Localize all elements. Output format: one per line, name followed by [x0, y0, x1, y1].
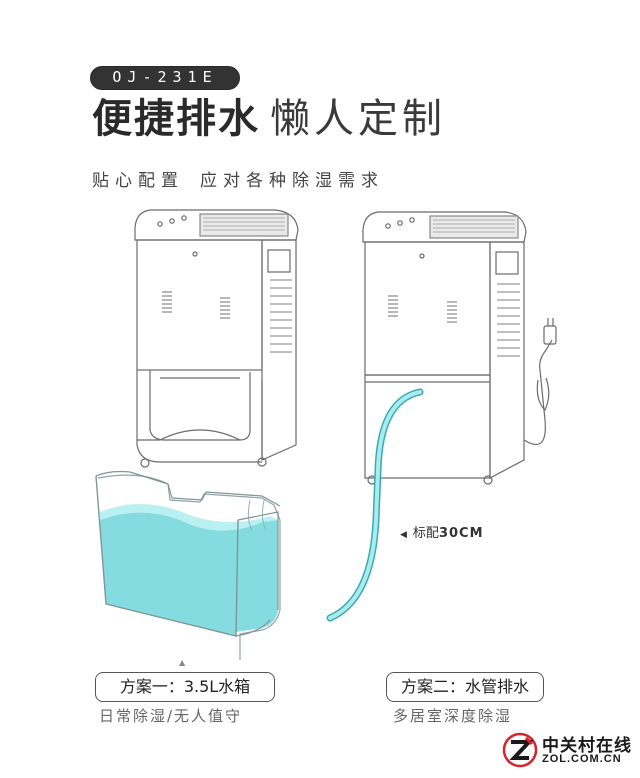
dehumidifier-left-illustration [134, 209, 299, 468]
left-arrow-icon: ◀ [400, 530, 407, 540]
model-code-badge: OJ-231E [90, 66, 240, 90]
zol-watermark: 中关村在线 ZOL.COM.CN [502, 730, 634, 772]
plan-1-title: 方案一：3.5L水箱 [95, 672, 275, 702]
subheadline: 贴心配置应对各种除湿需求 [92, 166, 384, 191]
plan-2-title: 方案二：水管排水 [386, 672, 544, 702]
subheadline-part1: 贴心配置 [92, 171, 184, 191]
watermark-en: ZOL.COM.CN [542, 753, 622, 765]
hose-length-label: ◀ 标配30CM [400, 522, 484, 541]
zol-logo-icon [502, 732, 538, 768]
caret-up-icon: ▲ [179, 658, 186, 667]
watermark-cn: 中关村在线 [542, 736, 632, 756]
hose-label-length: 30CM [438, 526, 484, 541]
plan-1-description: 日常除湿/无人值守 [99, 707, 243, 725]
water-tank-illustration [95, 470, 281, 660]
headline: 便捷排水懒人定制 [92, 94, 512, 144]
drain-hose-illustration [326, 388, 424, 622]
dehumidifier-right-illustration [362, 211, 557, 485]
hose-label-prefix: 标配 [412, 526, 439, 541]
headline-primary: 便捷排水 [92, 96, 260, 142]
subheadline-part2: 应对各种除湿需求 [200, 171, 384, 191]
headline-secondary: 懒人定制 [270, 96, 446, 142]
plan-2-description: 多居室深度除湿 [393, 707, 513, 725]
